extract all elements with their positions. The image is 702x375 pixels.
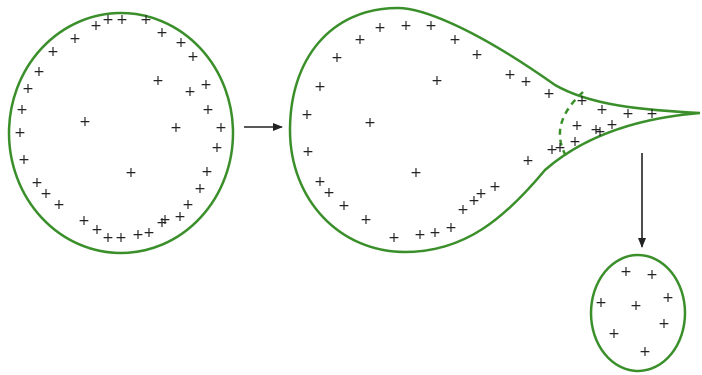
positive-charge-marker: + [475, 186, 487, 202]
positive-charge-marker: + [159, 212, 171, 228]
positive-charge-marker: + [22, 81, 34, 97]
positive-charge-marker: + [91, 222, 103, 238]
positive-charge-marker: + [33, 64, 45, 80]
positive-charge-marker: + [620, 264, 632, 280]
positive-charge-marker: + [102, 230, 114, 246]
positive-charge-marker: + [596, 102, 608, 118]
positive-charge-marker: + [132, 227, 144, 243]
positive-charge-marker: + [18, 152, 30, 168]
positive-charge-marker: + [658, 316, 670, 332]
positive-charge-marker: + [194, 181, 206, 197]
positive-charge-marker: + [576, 93, 588, 109]
positive-charge-marker: + [571, 118, 583, 134]
positive-charge-marker: + [201, 164, 213, 180]
positive-charge-marker: + [414, 227, 426, 243]
positive-charge-marker: + [184, 84, 196, 100]
positive-charge-marker: + [364, 115, 376, 131]
positive-charge-marker: + [360, 212, 372, 228]
positive-charge-marker: + [520, 74, 532, 90]
budding-cell: ++++++++++++++++++++++++++++++++++++++++ [290, 8, 700, 252]
positive-charge-marker: + [116, 12, 128, 28]
positive-charge-marker: + [314, 79, 326, 95]
positive-charge-marker: + [489, 179, 501, 195]
positive-charge-marker: + [40, 186, 52, 202]
positive-charge-marker: + [400, 18, 412, 34]
positive-charge-marker: + [115, 230, 127, 246]
positive-charge-marker: + [14, 125, 26, 141]
positive-charge-marker: + [594, 124, 606, 140]
budding-cell-charges: ++++++++++++++++++++++++++++++++++++++++ [301, 18, 658, 246]
positive-charge-marker: + [202, 102, 214, 118]
positive-charge-marker: + [522, 153, 534, 169]
positive-charge-marker: + [170, 120, 182, 136]
positive-charge-marker: + [449, 32, 461, 48]
positive-charge-marker: + [374, 20, 386, 36]
positive-charge-marker: + [554, 140, 566, 156]
positive-charge-marker: + [606, 117, 618, 133]
positive-charge-marker: + [429, 225, 441, 241]
positive-charge-marker: + [543, 86, 555, 102]
positive-charge-marker: + [143, 225, 155, 241]
positive-charge-marker: + [504, 67, 516, 83]
positive-charge-marker: + [301, 107, 313, 123]
positive-charge-marker: + [431, 73, 443, 89]
positive-charge-marker: + [445, 220, 457, 236]
positive-charge-marker: + [471, 47, 483, 63]
positive-charge-marker: + [125, 165, 137, 181]
positive-charge-marker: + [608, 326, 620, 342]
positive-charge-marker: + [622, 106, 634, 122]
positive-charge-marker: + [646, 106, 658, 122]
daughter-cell: ++++++++ [591, 255, 685, 371]
positive-charge-marker: + [175, 35, 187, 51]
positive-charge-marker: + [646, 267, 658, 283]
parent-cell-charges: ++++++++++++++++++++++++++++++++++++++ [14, 12, 227, 246]
positive-charge-marker: + [156, 25, 168, 41]
positive-charge-marker: + [323, 185, 335, 201]
positive-charge-marker: + [78, 213, 90, 229]
positive-charge-marker: + [338, 198, 350, 214]
positive-charge-marker: + [79, 114, 91, 130]
positive-charge-marker: + [215, 120, 227, 136]
daughter-cell-charges: ++++++++ [595, 264, 674, 360]
positive-charge-marker: + [302, 144, 314, 160]
positive-charge-marker: + [16, 102, 28, 118]
positive-charge-marker: + [331, 50, 343, 66]
positive-charge-marker: + [187, 49, 199, 65]
positive-charge-marker: + [211, 140, 223, 156]
positive-charge-marker: + [662, 290, 674, 306]
positive-charge-marker: + [425, 18, 437, 34]
positive-charge-marker: + [200, 77, 212, 93]
parent-cell: ++++++++++++++++++++++++++++++++++++++ [9, 12, 233, 253]
positive-charge-marker: + [69, 31, 81, 47]
positive-charge-marker: + [569, 134, 581, 150]
positive-charge-marker: + [457, 202, 469, 218]
positive-charge-marker: + [140, 12, 152, 28]
positive-charge-marker: + [388, 230, 400, 246]
positive-charge-marker: + [639, 344, 651, 360]
positive-charge-marker: + [354, 32, 366, 48]
positive-charge-marker: + [410, 165, 422, 181]
positive-charge-marker: + [630, 298, 642, 314]
positive-charge-marker: + [47, 44, 59, 60]
positive-charge-marker: + [102, 12, 114, 28]
positive-charge-marker: + [152, 73, 164, 89]
positive-charge-marker: + [90, 18, 102, 34]
budding-cell-membrane [290, 8, 700, 252]
positive-charge-marker: + [53, 197, 65, 213]
positive-charge-marker: + [595, 295, 607, 311]
positive-charge-marker: + [174, 209, 186, 225]
parent-cell-membrane [9, 13, 233, 253]
